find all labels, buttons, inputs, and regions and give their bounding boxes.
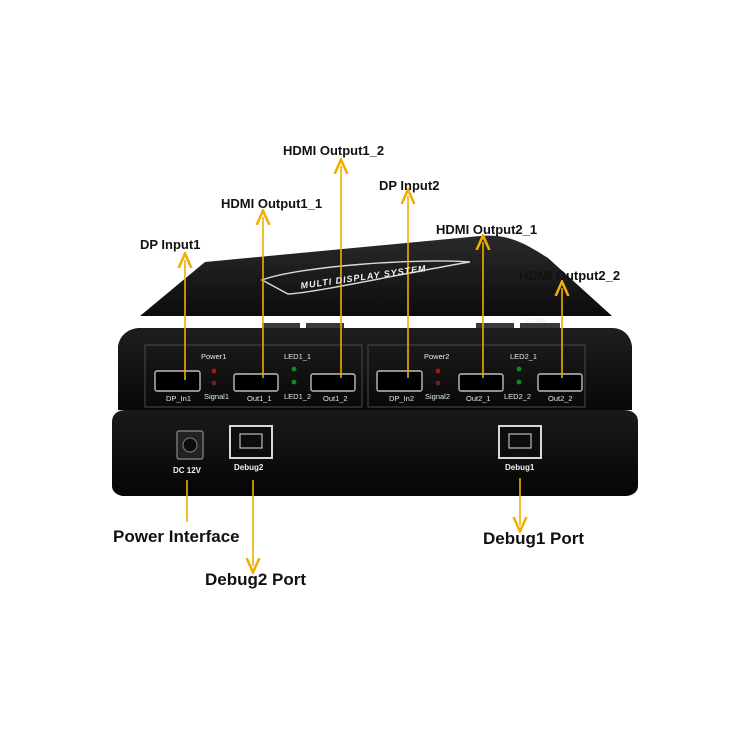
debug2-rj45-port	[229, 425, 273, 459]
label-out1-1: Out1_1	[247, 394, 272, 403]
signal2-led	[435, 380, 441, 386]
label-dp-in2: DP_In2	[389, 394, 415, 403]
led1-1-led	[291, 366, 297, 372]
callout-lines	[185, 166, 562, 566]
dp-in2-port	[376, 370, 423, 392]
callout-dp-input1: DP Input1	[140, 237, 201, 252]
callout-hdmi-output2-1: HDMI Output2_1	[436, 222, 538, 237]
dc-jack-hole	[182, 437, 198, 453]
callout-debug1-port: Debug1 Port	[483, 529, 585, 548]
label-power2: Power2	[424, 352, 450, 361]
label-out2-1: Out2_1	[466, 394, 491, 403]
label-out2-2: Out2_2	[548, 394, 573, 403]
label-dc-12v: DC 12V	[173, 466, 202, 475]
product-model: V2.0A	[525, 316, 546, 325]
debug1-rj45-inner	[508, 433, 532, 449]
callout-debug2-port: Debug2 Port	[205, 570, 307, 589]
callout-dp-input2: DP Input2	[379, 178, 440, 193]
callout-hdmi-output1-2: HDMI Output1_2	[283, 143, 385, 158]
dp-in1-port	[154, 370, 201, 392]
out1-2-port	[310, 373, 356, 392]
label-dp-in1: DP_In1	[166, 394, 192, 403]
callout-hdmi-output1-1: HDMI Output1_1	[221, 196, 323, 211]
label-led2-2: LED2_2	[504, 392, 532, 401]
logo-swoosh	[260, 260, 471, 295]
out2-2-port	[537, 373, 583, 392]
led1-2-led	[291, 379, 297, 385]
front-panel-right-bezel	[367, 344, 586, 408]
front-panel-left-bezel	[144, 344, 363, 408]
label-power1: Power1	[201, 352, 227, 361]
debug2-rj45-inner	[239, 433, 263, 449]
label-debug2: Debug2	[234, 463, 264, 472]
power1-led	[211, 368, 217, 374]
label-led1-2: LED1_2	[284, 392, 312, 401]
device-top-surface	[140, 235, 612, 316]
led2-1-led	[516, 366, 522, 372]
out1-1-port	[233, 373, 279, 392]
signal1-led	[211, 380, 217, 386]
label-signal1: Signal1	[204, 392, 230, 401]
callout-power-interface: Power Interface	[113, 527, 240, 546]
label-debug1: Debug1	[505, 463, 535, 472]
label-signal2: Signal2	[425, 392, 451, 401]
debug1-rj45-port	[498, 425, 542, 459]
out2-1-port	[458, 373, 504, 392]
label-led1-1: LED1_1	[284, 352, 312, 361]
label-out1-2: Out1_2	[323, 394, 348, 403]
callout-hdmi-output2-2: HDMI Output2_2	[519, 268, 621, 283]
power2-led	[435, 368, 441, 374]
led2-2-led	[516, 379, 522, 385]
label-led2-1: LED2_1	[510, 352, 538, 361]
